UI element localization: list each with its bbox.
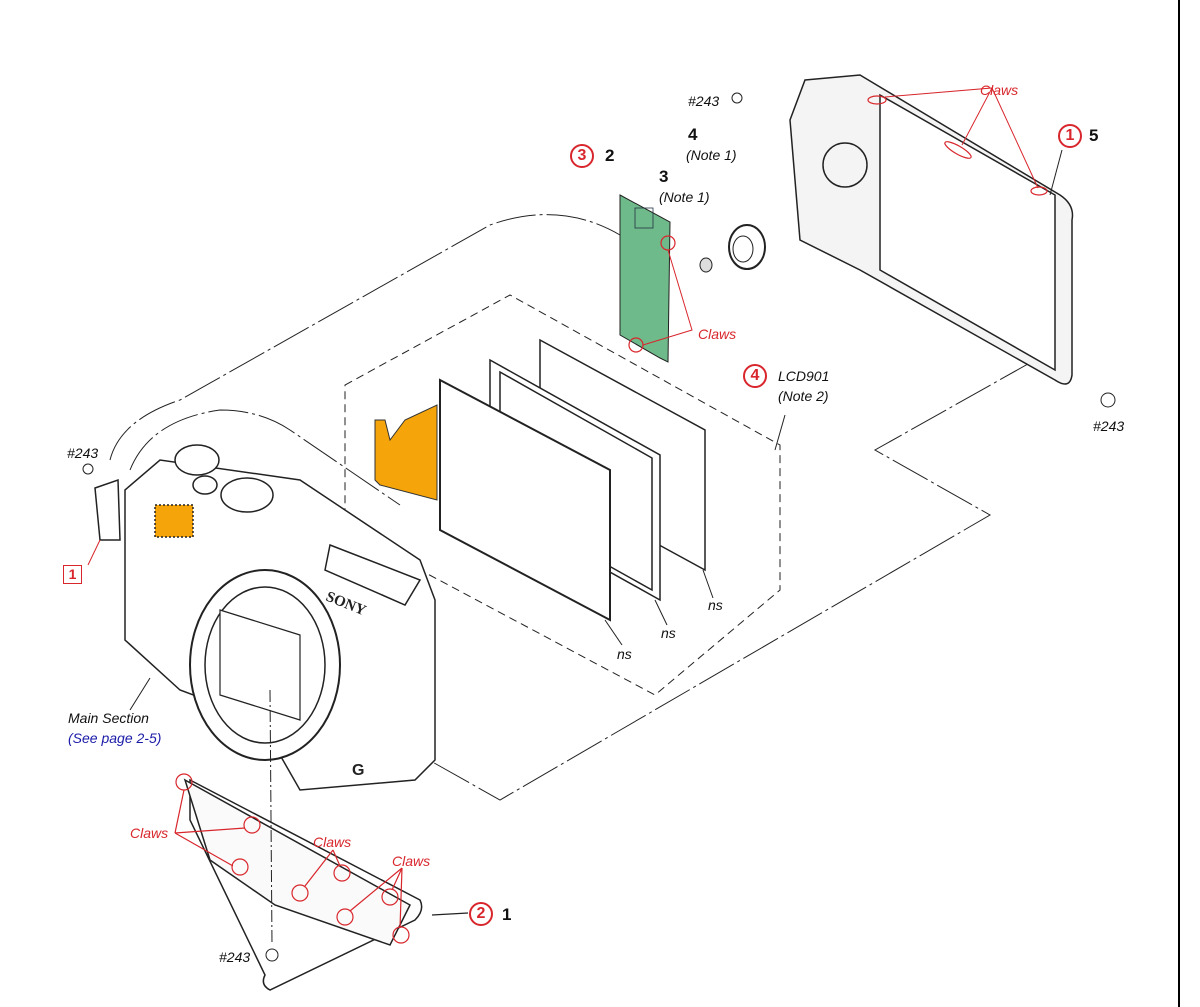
ns-label-3: ns: [617, 646, 632, 662]
leader-square: [87, 539, 101, 566]
leader-main-section: [129, 677, 151, 711]
boundary-line-right: [419, 359, 1036, 801]
boundary-line-outer: [109, 214, 621, 461]
camera-body: [94, 444, 436, 791]
part-number-1: 1: [502, 905, 512, 924]
ns-label-1: ns: [708, 597, 723, 613]
part-number-5: 5: [1089, 126, 1099, 145]
claws-label-rear: Claws: [980, 82, 1019, 98]
part-number-2: 2: [605, 146, 615, 165]
claws-label-bottom-mid: Claws: [313, 834, 352, 850]
note-part-4: (Note 1): [686, 147, 737, 163]
leader-lcd: [774, 414, 786, 451]
callout-circle-1: 1: [1058, 124, 1082, 148]
see-page-link[interactable]: (See page 2-5): [68, 730, 162, 746]
lcd-group-box: [344, 294, 781, 696]
ns-leaders: [604, 569, 714, 646]
screw-icons: [82, 92, 1116, 962]
note-part-3: (Note 1): [659, 189, 710, 205]
claws-label-bottom-left: Claws: [130, 825, 169, 841]
screw-label-right: #243: [1093, 418, 1125, 434]
ns-label-2: ns: [661, 625, 676, 641]
pcb-board: [619, 194, 693, 363]
control-dial: [728, 224, 766, 270]
square-callout-1: 1: [63, 565, 82, 584]
page-border: [1178, 0, 1180, 1007]
rear-cabinet: [789, 74, 1074, 385]
flex-cable: [374, 404, 438, 501]
g-logo: G: [352, 762, 364, 779]
claws-label-pcb: Claws: [698, 326, 737, 342]
main-section-label: Main Section: [68, 710, 149, 726]
lcd-panel: [439, 338, 706, 622]
screw-label-top: #243: [688, 93, 720, 109]
lcd-note: (Note 2): [778, 388, 829, 404]
callout-circle-2: 2: [469, 902, 493, 926]
bottom-claws: [174, 773, 469, 944]
claws-label-bottom-right: Claws: [392, 853, 431, 869]
small-knob: [699, 257, 713, 273]
callout-circle-3: 3: [570, 144, 594, 168]
boundary-line-inner: [129, 409, 401, 506]
part-number-3: 3: [659, 167, 669, 186]
lcd-label: LCD901: [778, 368, 830, 384]
screw-label-bottom: #243: [219, 949, 251, 965]
callout-circle-4: 4: [743, 364, 767, 388]
screw-label-left: #243: [67, 445, 99, 461]
part-number-4: 4: [688, 125, 698, 144]
